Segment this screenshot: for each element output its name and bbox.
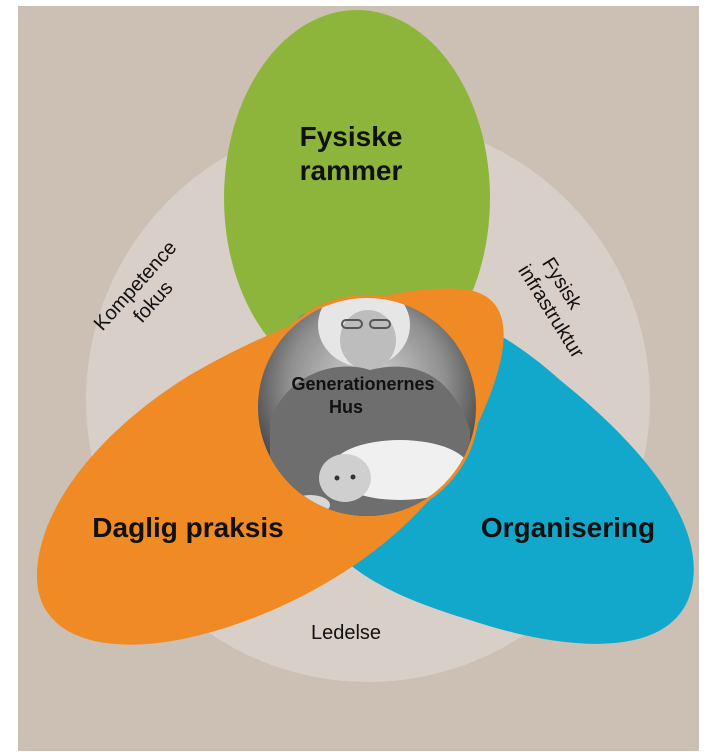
petal-left-label: Daglig praksis: [92, 512, 283, 543]
ring-label-ledelse: Ledelse: [311, 622, 381, 644]
petal-top-label-line2: rammer: [300, 155, 403, 186]
petal-right-label: Organisering: [481, 512, 655, 543]
petal-top-label-line1: Fysiske: [300, 121, 403, 152]
center-photo: [255, 295, 479, 519]
photo-grandmother-baby-icon: [270, 298, 470, 516]
center-title-line1: Generationernes: [291, 374, 434, 394]
center-title-line2: Hus: [329, 397, 363, 417]
